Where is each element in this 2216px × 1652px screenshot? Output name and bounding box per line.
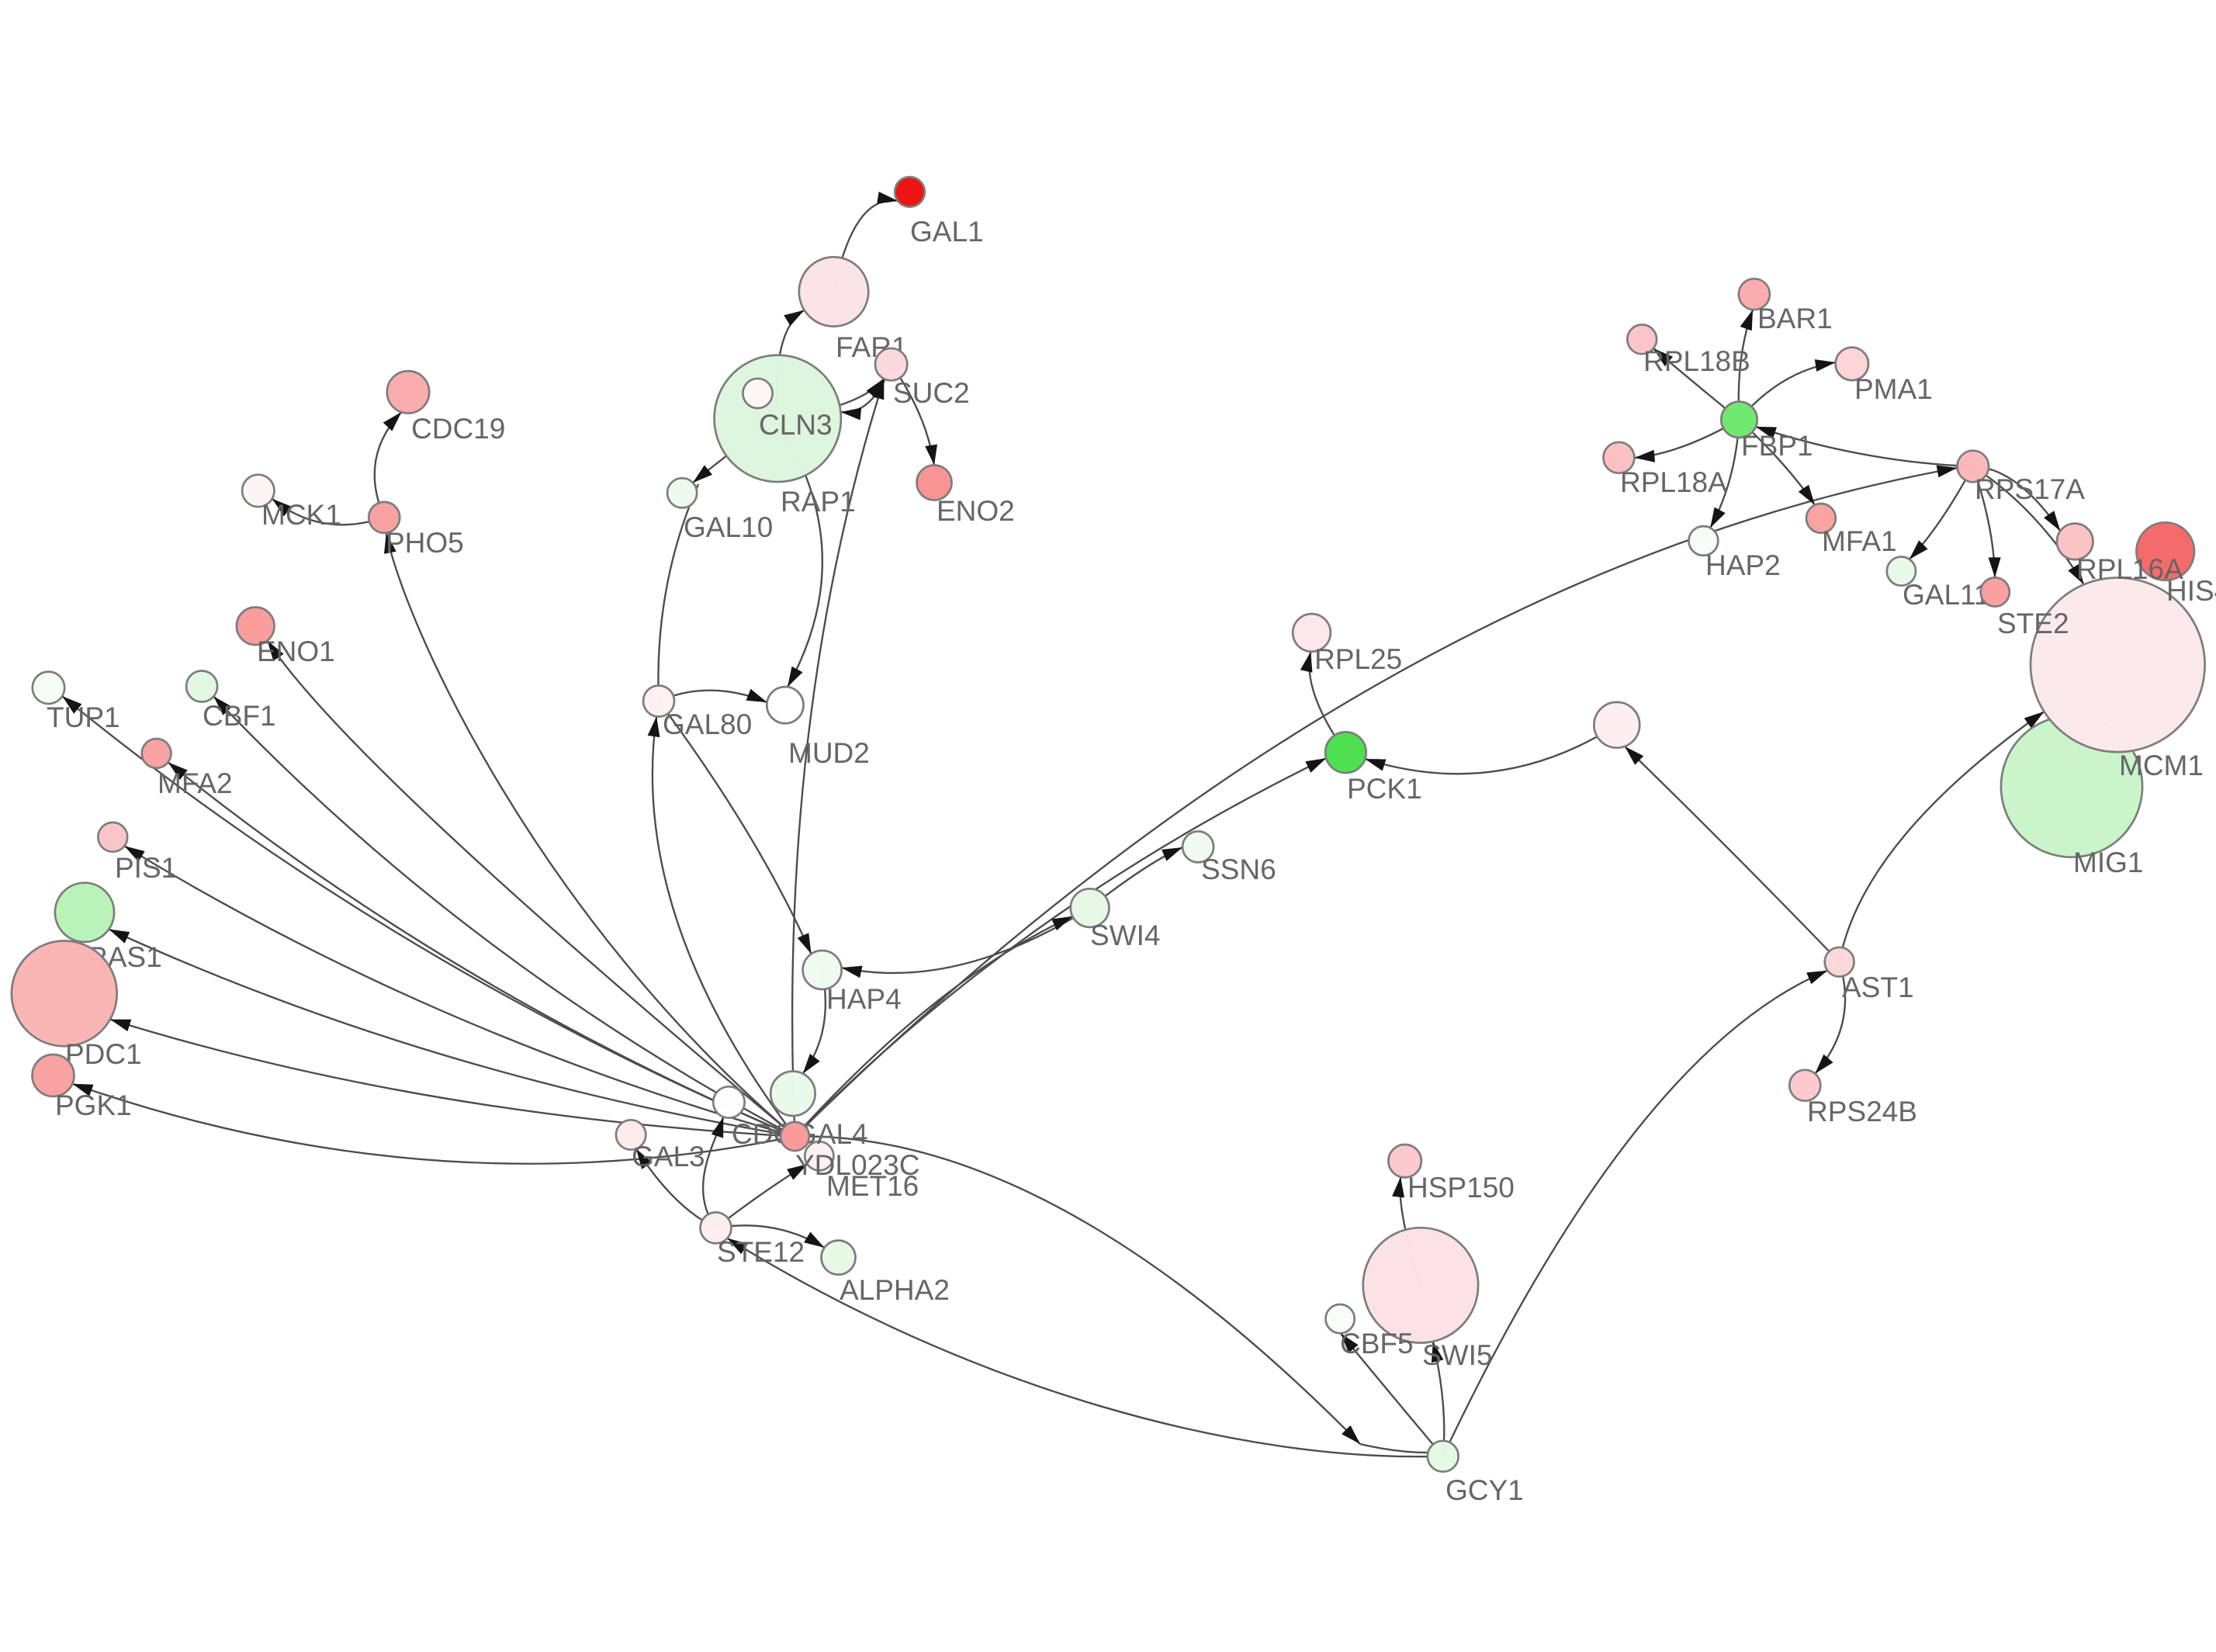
svg-text:PMA1: PMA1 (1854, 373, 1933, 405)
svg-text:TUP1: TUP1 (47, 701, 120, 733)
svg-text:FBP1: FBP1 (1741, 430, 1813, 462)
svg-text:CBF5: CBF5 (1340, 1328, 1414, 1359)
svg-text:ALPHA2: ALPHA2 (840, 1274, 950, 1306)
svg-text:RAP1: RAP1 (781, 486, 856, 518)
svg-text:SSN6: SSN6 (1201, 854, 1276, 885)
svg-text:CDC19: CDC19 (411, 413, 505, 445)
svg-text:RPL16A: RPL16A (2076, 553, 2183, 585)
svg-text:PIS1: PIS1 (115, 852, 177, 884)
svg-text:AST1: AST1 (1842, 971, 1914, 1003)
svg-text:GAL80: GAL80 (663, 708, 752, 740)
svg-text:STE12: STE12 (717, 1236, 805, 1268)
svg-text:MFA2: MFA2 (158, 767, 233, 799)
svg-text:SWI5: SWI5 (1422, 1339, 1492, 1371)
svg-text:STE2: STE2 (1997, 608, 2069, 639)
svg-text:MCM1: MCM1 (2119, 750, 2204, 781)
svg-text:MFA1: MFA1 (1822, 525, 1897, 557)
svg-text:RPL18B: RPL18B (1643, 345, 1750, 377)
svg-text:PHO5: PHO5 (386, 527, 464, 559)
svg-text:HIS4: HIS4 (2166, 575, 2216, 607)
svg-text:PCK1: PCK1 (1347, 773, 1422, 805)
svg-text:MIG1: MIG1 (2073, 847, 2143, 878)
svg-text:ENO2: ENO2 (937, 495, 1015, 527)
svg-text:GAL11: GAL11 (1903, 579, 1989, 611)
svg-text:BAR1: BAR1 (1757, 303, 1833, 334)
svg-text:SUC2: SUC2 (893, 377, 970, 409)
svg-text:CBF1: CBF1 (203, 700, 276, 732)
svg-text:GCY1: GCY1 (1446, 1474, 1524, 1506)
svg-text:HSP150: HSP150 (1408, 1172, 1515, 1204)
svg-text:HAP4: HAP4 (826, 983, 902, 1015)
svg-text:RPL25: RPL25 (1314, 643, 1402, 675)
svg-text:MUD2: MUD2 (788, 737, 870, 769)
svg-text:PGK1: PGK1 (55, 1089, 132, 1121)
svg-text:MET16: MET16 (826, 1170, 919, 1202)
svg-text:RPL18A: RPL18A (1620, 466, 1727, 498)
svg-text:GAL3: GAL3 (632, 1141, 705, 1172)
svg-text:GAL1: GAL1 (910, 216, 984, 248)
svg-text:YDL023C: YDL023C (795, 1149, 919, 1181)
svg-text:HAP2: HAP2 (1705, 549, 1781, 581)
svg-text:GAL10: GAL10 (684, 511, 773, 543)
svg-text:MCK1: MCK1 (261, 499, 341, 531)
svg-text:CLN3: CLN3 (759, 409, 833, 441)
svg-text:RPS17A: RPS17A (1975, 473, 2085, 505)
svg-text:ENO1: ENO1 (257, 636, 335, 667)
svg-text:PDC1: PDC1 (65, 1038, 142, 1070)
svg-text:RPS24B: RPS24B (1807, 1096, 1917, 1127)
svg-text:SWI4: SWI4 (1090, 920, 1160, 951)
